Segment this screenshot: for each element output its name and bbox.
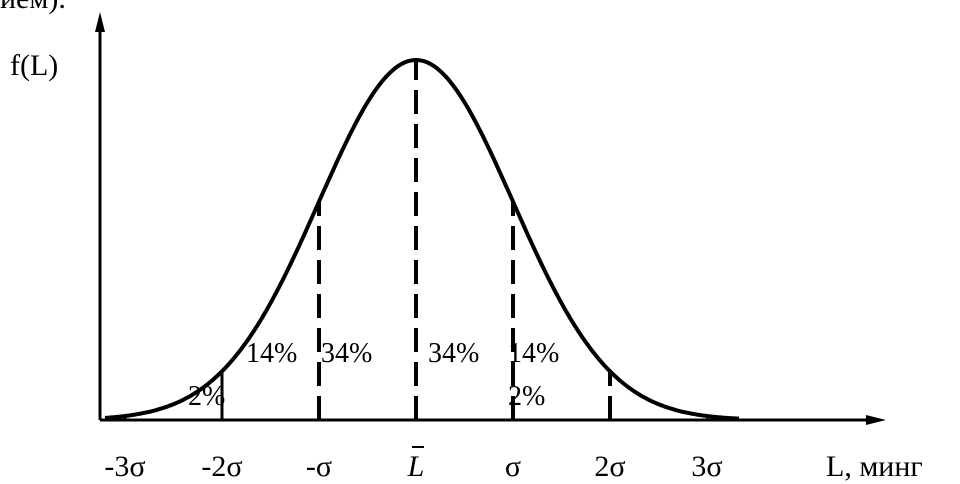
axes [95,12,886,425]
density-curve [104,58,740,421]
region-label-6: 2% [508,381,545,412]
x-axis-arrow [866,415,886,425]
region-label-4: 34% [428,338,479,369]
region-label-1: 2% [188,381,225,412]
sigma-boundary-lines [123,60,708,420]
tick-label-mean: L [407,450,425,483]
tick-label-sigma-minus1: -σ [306,450,332,483]
tick-label-sigma-2: 2σ [594,450,625,483]
tick-label-sigma-minus3: -3σ [104,450,145,483]
y-axis-arrow [95,12,105,32]
x-axis-label: L, минг [826,450,923,483]
region-label-3: 34% [321,338,372,369]
tick-label-sigma-3: 3σ [691,450,722,483]
region-label-2: 14% [246,338,297,369]
region-label-5: 14% [508,338,559,369]
y-axis-label: f(L) [10,49,58,82]
tick-label-sigma-minus2: -2σ [201,450,242,483]
region-percent-labels: 2% 14% 34% 34% 14% 2% [188,338,559,412]
tick-label-sigma-1: σ [505,450,521,483]
header-text-fragment: ием). [0,0,66,15]
